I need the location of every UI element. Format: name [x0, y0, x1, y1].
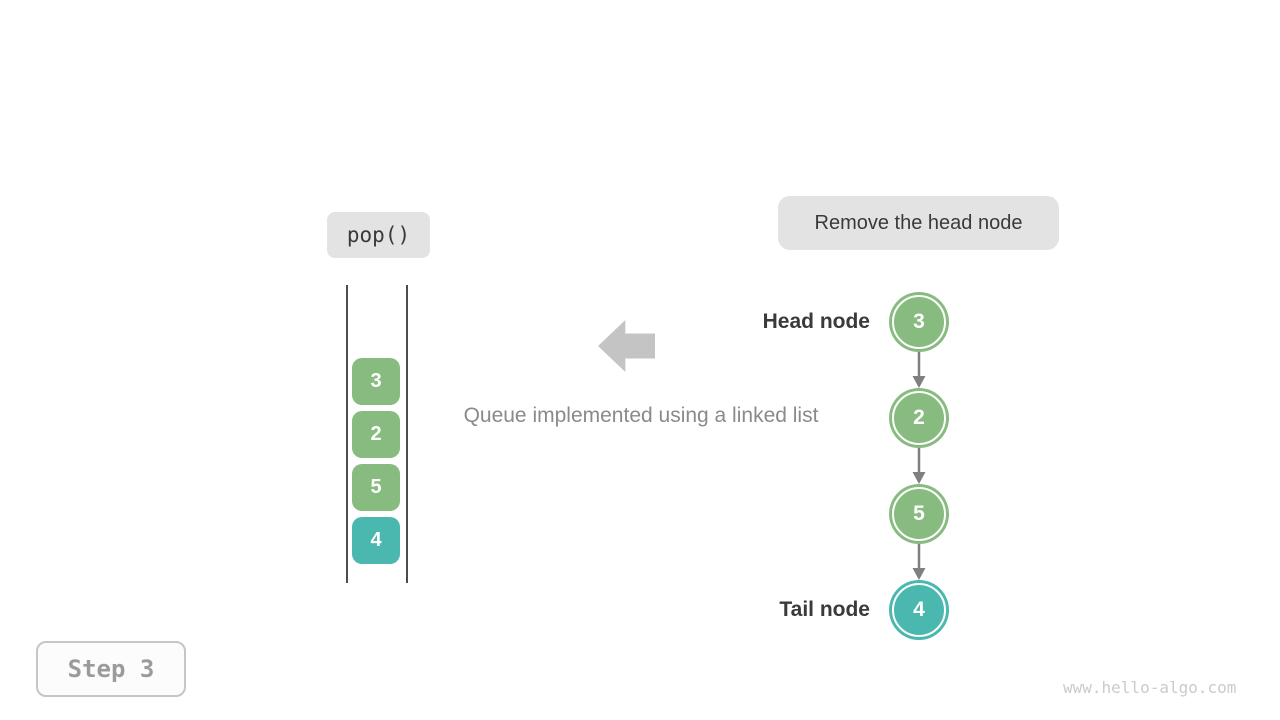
queue-cell: 3	[352, 358, 400, 405]
head-node-label: Head node	[762, 310, 870, 333]
list-node: 2	[889, 388, 949, 448]
queue-cell: 2	[352, 411, 400, 458]
left-block-arrow-icon	[598, 320, 655, 372]
stack-left-line	[346, 285, 348, 583]
down-arrow-icon	[912, 544, 926, 580]
queue-cell: 5	[352, 464, 400, 511]
list-node: 4	[889, 580, 949, 640]
stack-right-line	[406, 285, 408, 583]
step-badge: Step 3	[36, 641, 186, 697]
diagram-caption: Queue implemented using a linked list	[463, 404, 819, 427]
list-node: 5	[889, 484, 949, 544]
queue-cell: 4	[352, 517, 400, 564]
watermark: www.hello-algo.com	[1063, 678, 1237, 697]
annotation-bubble: Remove the head node	[778, 196, 1059, 250]
list-node: 3	[889, 292, 949, 352]
tail-node-label: Tail node	[779, 598, 870, 621]
pop-operation-label: pop()	[327, 212, 430, 258]
down-arrow-icon	[912, 448, 926, 484]
down-arrow-icon	[912, 352, 926, 388]
